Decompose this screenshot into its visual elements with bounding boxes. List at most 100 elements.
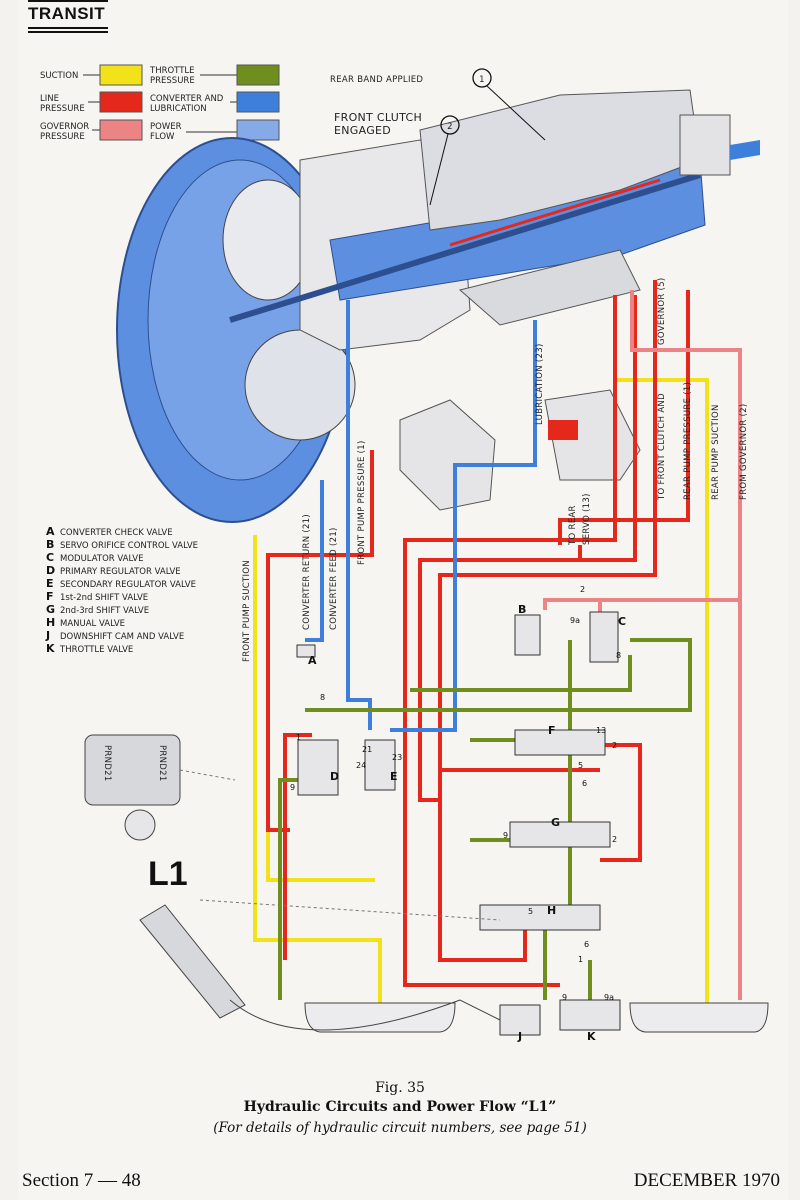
circuit-number: 9a (604, 993, 614, 1002)
selector-positions-right: PRND21 (157, 745, 167, 782)
front-sump (304, 1002, 456, 1033)
hydraulic-lines (253, 280, 742, 1005)
hydraulic-line (278, 778, 300, 1000)
valve-key-letter: E (46, 577, 54, 590)
accelerator-pedal (139, 904, 246, 1019)
circuit-number: 9 (562, 993, 567, 1002)
valve-key-name: CONVERTER CHECK VALVE (60, 528, 173, 538)
legend-swatch-power-flow (236, 119, 280, 141)
label-governor: GOVERNOR (5) (657, 277, 667, 345)
callouts: REAR BAND APPLIED 1 2 (330, 68, 546, 206)
valve-key-letter: F (46, 590, 54, 603)
hydraulic-line (305, 638, 692, 712)
label-rear-pump-pressure: REAR PUMP PRESSURE (1) (683, 382, 693, 500)
footer-section: Section 7 — 48 (22, 1170, 141, 1191)
circuit-number: 5 (578, 761, 583, 770)
valve-body (296, 644, 316, 658)
label-converter-feed: CONVERTER FEED (21) (329, 527, 339, 630)
valve-key-letter: D (46, 564, 55, 577)
valve-key-letter: H (46, 616, 55, 629)
circuit-number: 9a (570, 616, 580, 625)
valve-letter: J (517, 1030, 522, 1043)
valve-key: A CONVERTER CHECK VALVE B SERVO ORIFICE CON… (45, 525, 198, 655)
callout-rear-band: REAR BAND APPLIED (330, 75, 423, 85)
legend-swatch-suction (99, 64, 143, 86)
header-rule (28, 31, 108, 33)
valve-letter: E (390, 770, 398, 783)
valve-key-letter: K (46, 642, 55, 655)
valve-key-name: MODULATOR VALVE (60, 554, 143, 564)
input-shaft (229, 172, 701, 323)
valve-key-letter: J (45, 629, 50, 642)
valve-letter: K (587, 1030, 596, 1043)
hydraulic-line (266, 450, 374, 832)
legend-label-suction: SUCTION (40, 71, 78, 81)
circuit-number: 24 (356, 761, 366, 770)
circuit-number: 6 (582, 779, 587, 788)
valve-key-name: SERVO ORIFICE CONTROL VALVE (60, 541, 198, 551)
circuit-number: 2 (580, 585, 585, 594)
label-converter-return: CONVERTER RETURN (21) (302, 514, 312, 630)
circuit-number: 5 (528, 907, 533, 916)
valve-key-letter: A (46, 525, 55, 538)
label-from-governor: FROM GOVERNOR (2) (739, 403, 749, 500)
sumps (304, 1002, 769, 1033)
label-rear-pump-suction: REAR PUMP SUCTION (711, 404, 721, 500)
valve-body (559, 999, 621, 1031)
valve-letter: F (548, 724, 556, 737)
valve-body (589, 611, 619, 663)
selector-positions-left: PRND21 (102, 745, 112, 782)
valve-key-name: SECONDARY REGULATOR VALVE (60, 580, 196, 590)
selector-knob (124, 809, 156, 841)
legend-swatch-line-pressure (99, 91, 143, 113)
label-lubrication: LUBRICATION (23) (535, 343, 545, 425)
figure-number: Fig. 35 (375, 1080, 425, 1096)
valve-body (364, 739, 396, 791)
valve-key-letter: B (46, 538, 54, 551)
label-front-pump-suction: FRONT PUMP SUCTION (242, 560, 252, 662)
circuit-number: 1 (296, 733, 301, 742)
valve-body (297, 739, 339, 796)
line-labels: FRONT PUMP SUCTION CONVERTER RETURN (21)… (242, 277, 749, 662)
label-front-pump-pressure: FRONT PUMP PRESSURE (1) (357, 440, 367, 565)
circuit-number: 8 (320, 693, 325, 702)
valve-key-name: THROTTLE VALVE (59, 645, 133, 655)
valve-body (479, 904, 601, 931)
valve-key-name: 1st-2nd SHIFT VALVE (60, 593, 148, 603)
valve-key-letter: C (46, 551, 54, 564)
label-to-rear-servo-1: TO REAR (568, 505, 578, 546)
valve-key-name: PRIMARY REGULATOR VALVE (60, 567, 181, 577)
label-to-front-clutch: TO FRONT CLUTCH AND (657, 393, 667, 501)
selector-quadrant: PRND21 PRND21 L1 (84, 734, 501, 1031)
valve-key-name: 2nd-3rd SHIFT VALVE (60, 606, 149, 616)
legend-swatch-governor (99, 119, 143, 141)
callout-number-1: 1 (479, 75, 485, 85)
figure-title: Hydraulic Circuits and Power Flow “L1” (243, 1099, 557, 1115)
valve-key-name: DOWNSHIFT CAM AND VALVE (60, 632, 184, 642)
hydraulic-line (543, 598, 740, 610)
output-shaft (730, 140, 760, 160)
valve-body (499, 1004, 541, 1036)
circuit-number: 23 (392, 753, 402, 762)
callout-number-2: 2 (447, 122, 453, 132)
valve-letter: G (551, 816, 560, 829)
circuit-number: 2 (612, 741, 617, 750)
hydraulic-line (438, 280, 657, 772)
rear-sump (629, 1002, 769, 1033)
callout-front-clutch: FRONT CLUTCH ENGAGED (334, 111, 423, 137)
hydraulic-line (580, 743, 642, 862)
valve-letter: C (618, 615, 626, 628)
circuit-number: 9 (503, 831, 508, 840)
hydraulic-line (438, 770, 600, 962)
hydraulic-line (558, 290, 690, 545)
rear-servo-pressure (548, 420, 578, 440)
hydraulic-line (390, 320, 537, 732)
clutch-pressure-line (449, 178, 661, 247)
valve-letter: H (547, 904, 556, 917)
